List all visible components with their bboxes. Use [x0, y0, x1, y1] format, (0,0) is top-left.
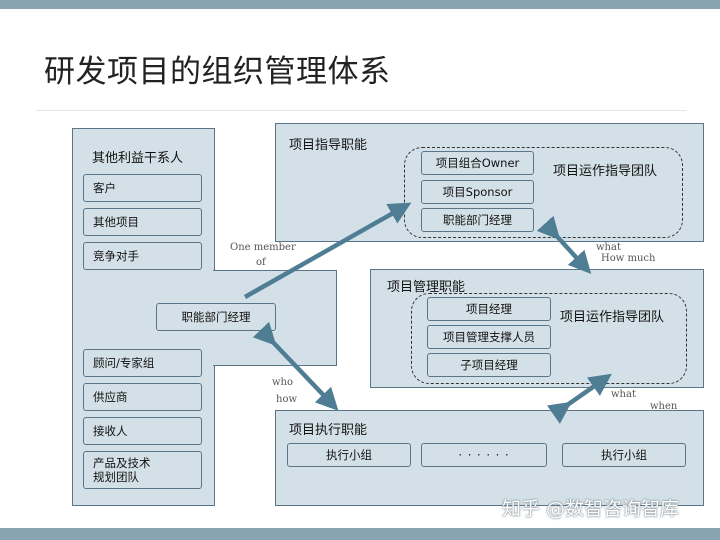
management-title: 项目管理职能: [387, 280, 466, 295]
management-member-subproject-manager: 子项目经理: [427, 353, 551, 377]
annotation-how-much: How much: [601, 253, 656, 264]
guidance-member-portfolio-owner: 项目组合Owner: [421, 151, 534, 175]
top-accent-bar: [0, 0, 720, 9]
stakeholders-title: 其他利益干系人: [92, 151, 184, 166]
guidance-member-sponsor: 项目Sponsor: [421, 180, 534, 204]
guidance-team-label: 项目运作指导团队: [553, 164, 658, 179]
annotation-of: of: [256, 257, 266, 268]
bottom-accent-bar: [0, 528, 720, 540]
execution-group-ellipsis: · · · · · ·: [421, 443, 547, 467]
annotation-when: when: [650, 401, 678, 412]
guidance-member-functional-manager: 职能部门经理: [421, 208, 534, 232]
execution-title: 项目执行职能: [289, 423, 368, 438]
title-divider: [36, 110, 686, 111]
execution-group-2: 执行小组: [562, 443, 686, 467]
stakeholder-item-suppliers: 供应商: [83, 383, 202, 411]
watermark: 知乎 @数智咨询智库: [502, 498, 680, 520]
management-member-project-manager: 项目经理: [427, 297, 551, 321]
stakeholder-item-consultants: 顾问/专家组: [83, 349, 202, 377]
arrow-management-execution: [546, 373, 612, 424]
stakeholder-item-other-projects: 其他项目: [83, 208, 202, 236]
stakeholder-item-planning-team: 产品及技术 规划团队: [83, 451, 202, 489]
arrow-guidance-management: [536, 215, 592, 274]
management-member-support-staff: 项目管理支撑人员: [427, 325, 551, 349]
stakeholder-item-receivers: 接收人: [83, 417, 202, 445]
arrow-functional-to-guidance: [243, 202, 412, 299]
annotation-what-1: what: [596, 242, 621, 253]
annotation-what-2: what: [611, 389, 636, 400]
execution-group-1: 执行小组: [287, 443, 411, 467]
annotation-one-member: One member: [230, 242, 296, 253]
guidance-title: 项目指导职能: [289, 138, 368, 153]
page-title: 研发项目的组织管理体系: [44, 54, 391, 90]
stakeholder-item-competitors: 竞争对手: [83, 242, 202, 270]
stakeholder-item-customer: 客户: [83, 174, 202, 202]
arrow-functional-to-execution: [252, 321, 339, 411]
management-team-label: 项目运作指导团队: [560, 310, 665, 325]
